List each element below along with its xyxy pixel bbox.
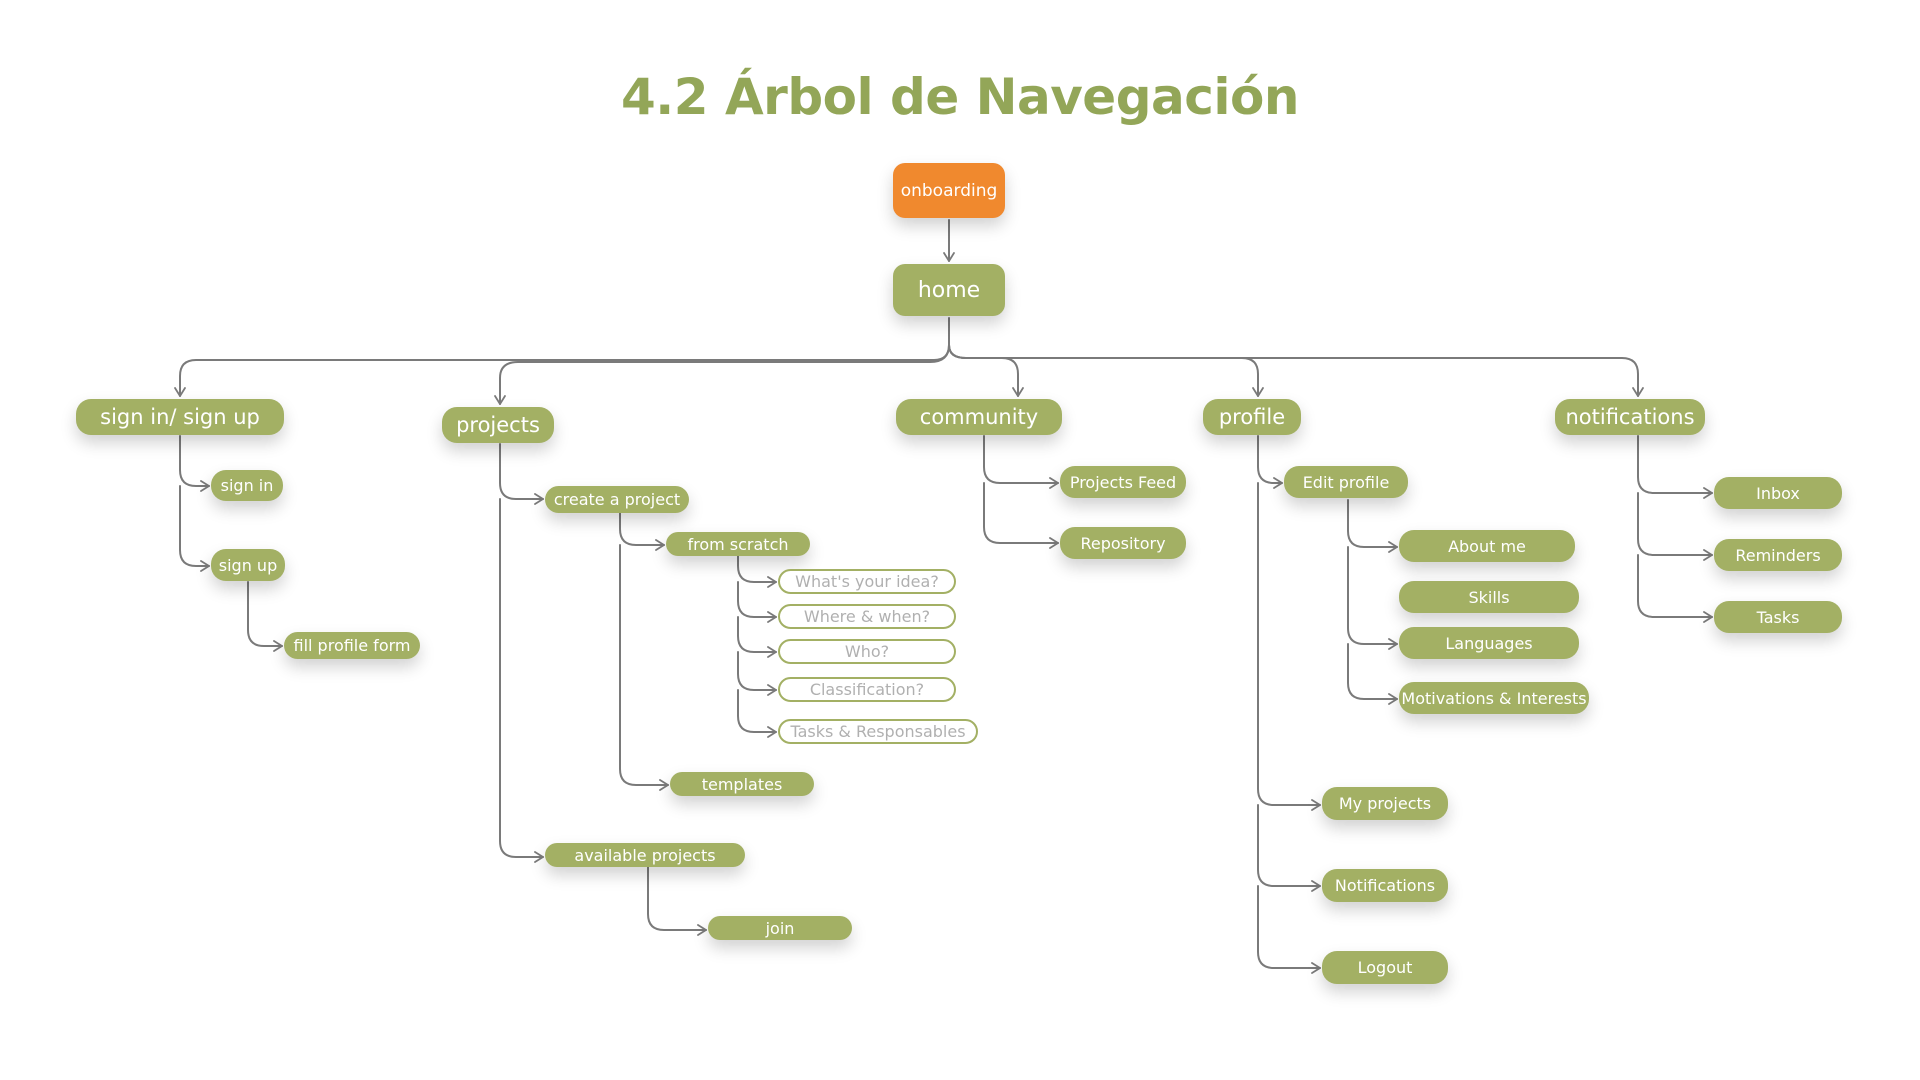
node-about-me: About me <box>1399 530 1575 562</box>
node-label: community <box>919 405 1039 429</box>
node-sign-in: sign in <box>211 470 283 501</box>
node-label: from scratch <box>687 534 789 554</box>
node-label: Edit profile <box>1302 472 1390 492</box>
node-label: What's your idea? <box>795 572 939 591</box>
node-create-a-project: create a project <box>545 486 689 513</box>
node-label: available projects <box>574 845 716 865</box>
edge-projects-available-projects <box>499 498 544 863</box>
edge-scratch-tasks-responsables <box>737 689 777 738</box>
node-inbox: Inbox <box>1714 477 1842 509</box>
edge-notifications-reminders <box>1637 492 1713 561</box>
node-label: Languages <box>1445 633 1533 653</box>
edge-home-signin-signup <box>174 317 950 397</box>
edge-profile-my-projects <box>1257 482 1321 811</box>
node-join: join <box>708 916 852 940</box>
node-label: Who? <box>844 642 890 661</box>
edge-scratch-whats-your-idea <box>737 555 777 588</box>
edge-home-community <box>948 344 1024 397</box>
edge-signup-fill-profile-form <box>247 581 283 652</box>
edge-edit-motivations <box>1347 643 1398 705</box>
node-label: Notifications <box>1334 876 1436 895</box>
edge-notifications-inbox <box>1637 435 1713 499</box>
edge-home-profile <box>948 344 1264 397</box>
node-label: Projects Feed <box>1069 472 1177 492</box>
node-label: projects <box>456 413 540 437</box>
node-classification: Classification? <box>778 677 956 702</box>
node-fill-profile-form: fill profile form <box>284 632 420 659</box>
node-label: join <box>765 918 795 938</box>
edge-projects-create-a-project <box>499 443 544 505</box>
node-profile: profile <box>1203 399 1301 435</box>
node-label: Logout <box>1357 958 1413 977</box>
node-languages: Languages <box>1399 627 1579 659</box>
node-label: templates <box>701 774 783 794</box>
node-label: Motivations & Interests <box>1401 688 1587 708</box>
node-label: profile <box>1218 405 1286 429</box>
node-label: Skills <box>1468 587 1510 607</box>
node-my-projects: My projects <box>1322 787 1448 820</box>
node-who: Who? <box>778 639 956 664</box>
node-templates: templates <box>670 772 814 796</box>
node-tasks: Tasks <box>1714 601 1842 633</box>
node-reminders: Reminders <box>1714 539 1842 571</box>
node-label: About me <box>1448 536 1526 556</box>
node-label: Tasks & Responsables <box>790 722 966 741</box>
node-label: Reminders <box>1735 545 1821 565</box>
edge-edit-languages <box>1347 546 1398 650</box>
node-label: sign in/ sign up <box>100 405 260 429</box>
node-projects-feed: Projects Feed <box>1060 466 1186 498</box>
edge-scratch-who <box>737 616 777 658</box>
node-edit-profile: Edit profile <box>1284 466 1408 498</box>
node-community: community <box>896 399 1062 435</box>
edge-create-templates <box>619 544 669 791</box>
edge-scratch-classification <box>737 651 777 696</box>
node-label: Tasks <box>1756 607 1800 627</box>
edge-signin-signup-signin <box>179 435 210 492</box>
node-onboarding: onboarding <box>893 163 1005 218</box>
node-where-when: Where & when? <box>778 604 956 629</box>
edge-home-projects <box>494 344 950 405</box>
node-label: home <box>917 277 981 303</box>
page-title: 4.2 Árbol de Navegación <box>621 68 1299 126</box>
node-label: create a project <box>553 490 681 509</box>
node-logout: Logout <box>1322 951 1448 984</box>
node-sign-in-sign-up: sign in/ sign up <box>76 399 284 435</box>
node-label: notifications <box>1565 405 1695 429</box>
node-available-projects: available projects <box>545 843 745 867</box>
edge-create-from-scratch <box>619 508 665 551</box>
node-label: sign in <box>220 476 274 495</box>
node-label: onboarding <box>900 180 998 201</box>
node-label: Classification? <box>809 680 925 699</box>
node-whats-your-idea: What's your idea? <box>778 569 956 594</box>
edge-notifications-tasks <box>1637 554 1713 623</box>
node-from-scratch: from scratch <box>666 532 810 556</box>
node-label: Inbox <box>1756 483 1800 503</box>
edge-scratch-where-when <box>737 581 777 623</box>
edge-signin-signup-signup <box>179 485 210 572</box>
edge-profile-notifications <box>1257 804 1321 892</box>
node-notifications-profile: Notifications <box>1322 869 1448 902</box>
node-skills: Skills <box>1399 581 1579 613</box>
node-label: sign up <box>218 555 278 575</box>
node-projects: projects <box>442 407 554 443</box>
edge-edit-about-me <box>1347 499 1398 553</box>
node-motivations-interests: Motivations & Interests <box>1399 682 1589 714</box>
node-home: home <box>893 264 1005 316</box>
edge-profile-edit-profile <box>1257 435 1283 489</box>
node-sign-up: sign up <box>211 549 285 581</box>
edge-profile-logout <box>1257 885 1321 974</box>
edge-community-repository <box>983 482 1059 549</box>
node-label: My projects <box>1338 794 1432 813</box>
edge-home-notifications <box>948 344 1644 397</box>
node-repository: Repository <box>1060 527 1186 559</box>
node-notifications: notifications <box>1555 399 1705 435</box>
node-label: fill profile form <box>293 636 411 655</box>
edge-available-join <box>647 866 707 936</box>
node-label: Where & when? <box>803 607 931 626</box>
node-tasks-responsables: Tasks & Responsables <box>778 719 978 744</box>
edge-community-projects-feed <box>983 435 1059 489</box>
node-label: Repository <box>1080 533 1166 553</box>
